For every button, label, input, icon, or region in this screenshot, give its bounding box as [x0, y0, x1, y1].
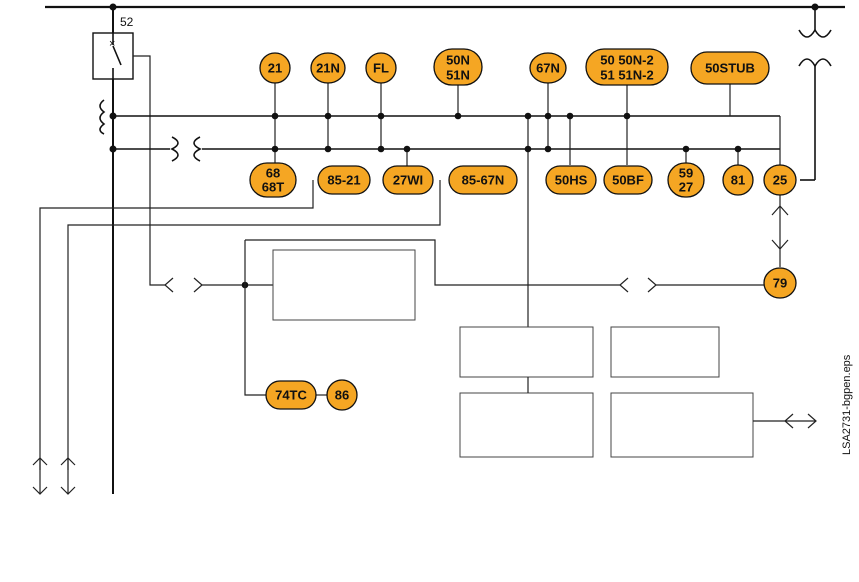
svg-text:50BF: 50BF [612, 173, 644, 188]
voltage-transformer-icon [170, 136, 202, 162]
relay-81-badge: 81 [722, 164, 754, 196]
svg-text:51 51N-2: 51 51N-2 [600, 68, 653, 83]
bidirectional-arrow-icon [771, 205, 789, 250]
svg-text:68: 68 [266, 166, 280, 181]
svg-text:59: 59 [679, 166, 693, 181]
io-box-3 [459, 392, 594, 458]
svg-text:21N: 21N [316, 61, 340, 76]
relay-50stub-badge: 50STUB [690, 51, 770, 85]
svg-text:74TC: 74TC [275, 388, 307, 403]
bidirectional-arrow-icon [60, 457, 76, 495]
relay-67n-badge: 67N [529, 52, 567, 84]
svg-text:FL: FL [373, 61, 389, 76]
breaker-label: 52 [120, 15, 134, 29]
bidirectional-arrow-icon [619, 277, 657, 293]
relay-21n-badge: 21N [310, 52, 346, 84]
svg-text:85-67N: 85-67N [462, 173, 505, 188]
relay-85-67n-badge: 85-67N [448, 165, 518, 195]
control-unit-box [272, 249, 416, 321]
relay-50bf-badge: 50BF [603, 165, 653, 195]
svg-text:86: 86 [335, 388, 349, 403]
file-label: LSA2731-bgpen.eps [841, 354, 853, 455]
io-box-2 [610, 326, 720, 378]
current-transformer-icon [99, 99, 106, 135]
svg-text:51N: 51N [446, 68, 470, 83]
relay-59-27-badge: 59 27 [667, 162, 705, 198]
trip-line-85-21 [39, 180, 314, 470]
trip-line-85-67n [67, 180, 441, 470]
relay-fl-badge: FL [365, 52, 397, 84]
svg-text:27: 27 [679, 180, 693, 195]
svg-text:85-21: 85-21 [327, 173, 360, 188]
relay-50n-51n-badge: 50N 51N [433, 48, 483, 86]
relay-27wi-badge: 27WI [382, 165, 434, 195]
bidirectional-arrow-icon [784, 413, 817, 429]
bidirectional-arrow-icon [32, 457, 48, 495]
svg-text:50N: 50N [446, 53, 470, 68]
junction-dots [271, 112, 742, 153]
svg-text:27WI: 27WI [393, 173, 423, 188]
svg-text:50STUB: 50STUB [705, 61, 755, 76]
svg-text:50HS: 50HS [555, 173, 588, 188]
svg-text:21: 21 [268, 61, 282, 76]
relay-50-51-badge: 50 50N-2 51 51N-2 [585, 48, 669, 86]
svg-text:25: 25 [773, 173, 787, 188]
bidirectional-arrow-icon [164, 277, 203, 293]
svg-text:79: 79 [773, 276, 787, 291]
relay-85-21-badge: 85-21 [317, 165, 371, 195]
breaker-switch-icon: × [92, 32, 134, 80]
relay-50hs-badge: 50HS [545, 165, 597, 195]
relay-86-badge: 86 [326, 379, 358, 411]
svg-text:81: 81 [731, 173, 745, 188]
relay-79-badge: 79 [763, 267, 797, 299]
breaker-aux-line [133, 55, 165, 286]
io-box-4 [610, 392, 754, 458]
relay-21-badge: 21 [259, 52, 291, 84]
relay-25-badge: 25 [763, 164, 797, 196]
svg-text:×: × [109, 38, 115, 50]
voltage-transformer-icon [798, 7, 832, 181]
io-box-1 [459, 326, 594, 378]
relay-74tc-badge: 74TC [265, 380, 317, 410]
relay-68-badge: 68 68T [249, 162, 297, 198]
svg-text:68T: 68T [262, 180, 284, 195]
svg-text:67N: 67N [536, 61, 560, 76]
svg-text:50 50N-2: 50 50N-2 [600, 53, 653, 68]
